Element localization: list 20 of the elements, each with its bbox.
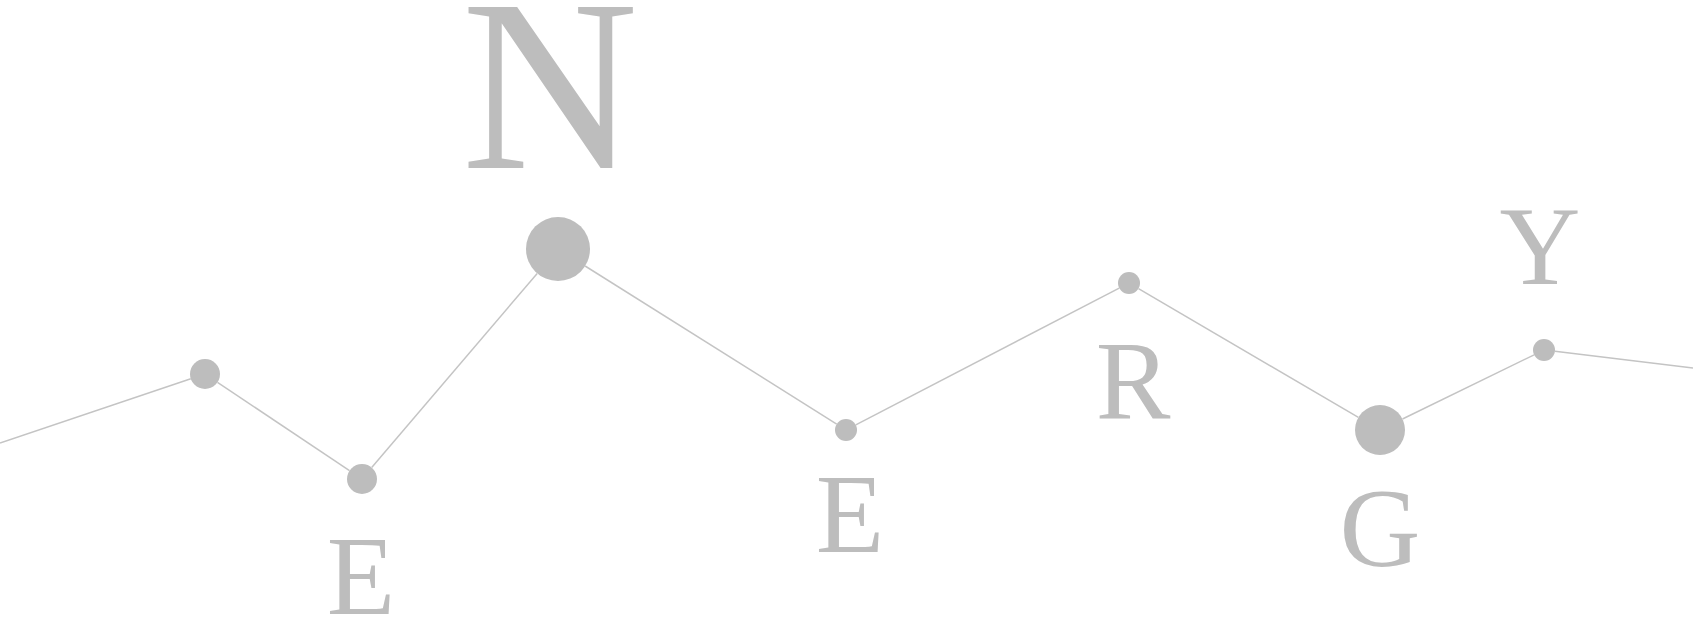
letter-label: E	[326, 537, 396, 616]
connector-line	[216, 381, 351, 472]
connector-line	[0, 378, 192, 444]
letter-label: E	[815, 475, 885, 554]
point-marker	[835, 419, 857, 441]
letter-label: N	[461, 0, 639, 172]
letter-label: G	[1339, 489, 1421, 568]
point-marker	[347, 464, 377, 494]
point-marker	[1533, 339, 1555, 361]
connector-line	[855, 287, 1120, 426]
connector-line	[1137, 287, 1360, 419]
letter-label: R	[1095, 341, 1171, 420]
connector-line	[1401, 354, 1535, 420]
connector-line	[584, 265, 838, 425]
point-marker	[1118, 272, 1140, 294]
connector-line	[1554, 350, 1693, 369]
point-marker	[1355, 405, 1405, 455]
connector-line	[370, 272, 538, 469]
letter-label: Y	[1499, 207, 1581, 286]
point-marker	[190, 359, 220, 389]
